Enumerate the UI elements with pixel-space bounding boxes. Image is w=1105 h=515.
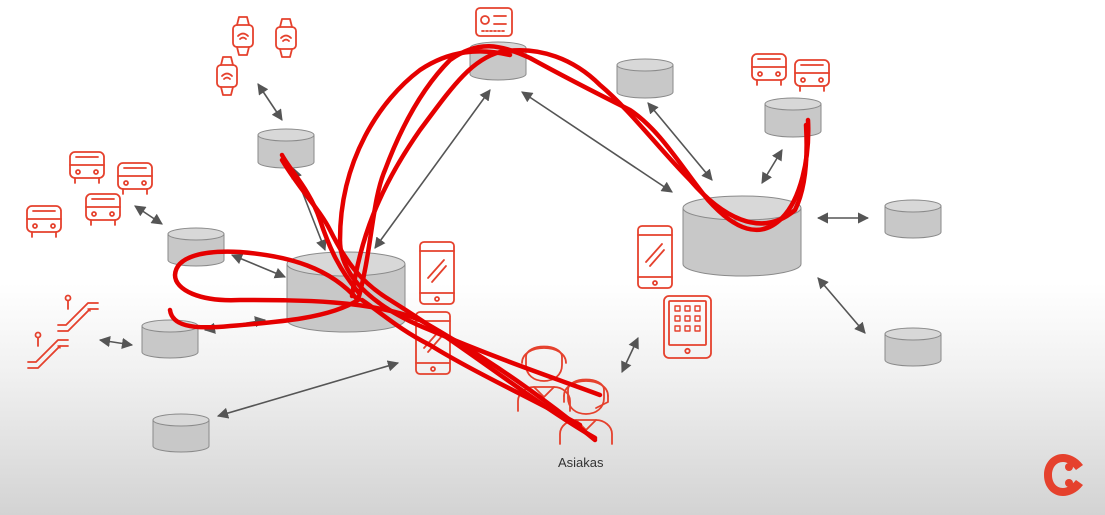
smartphone-icon xyxy=(415,311,451,375)
smartwatch-icon xyxy=(275,18,297,58)
arrow-escalator-db xyxy=(98,336,134,349)
device-icon xyxy=(475,7,513,37)
tablet-icon xyxy=(663,295,712,359)
database-top-right xyxy=(616,58,674,99)
arrow-midtop-right xyxy=(647,102,713,181)
bus-icon xyxy=(85,193,121,226)
database-bus-right xyxy=(764,97,822,138)
brand-logo-icon xyxy=(1044,454,1083,496)
escalator-icon xyxy=(27,331,69,369)
top-banner-crop xyxy=(0,0,1105,6)
database-right-hub xyxy=(682,195,802,277)
arrow-right-lowright xyxy=(817,277,866,334)
smartphone-icon xyxy=(419,241,455,305)
bus-icon xyxy=(751,53,787,86)
arrow-lowdb-phone xyxy=(216,360,400,419)
smartwatch-icon xyxy=(232,16,254,56)
database-right xyxy=(884,199,942,239)
bus-icon xyxy=(794,59,830,92)
bus-icon xyxy=(69,151,105,184)
arrow-busdb-right xyxy=(761,149,783,184)
smartphone-icon xyxy=(637,225,673,289)
database-bus-left xyxy=(167,227,225,267)
arrow-tablet-person xyxy=(621,336,639,374)
arrow-topdb-center xyxy=(374,89,491,249)
customer-label: Asiakas xyxy=(558,455,604,470)
arrow-topdb-right xyxy=(521,91,673,193)
arrow-bus-db xyxy=(134,205,163,225)
smartwatch-icon xyxy=(216,56,238,96)
customer-journey-path xyxy=(167,44,811,443)
arrow-busdb-center xyxy=(230,253,287,279)
arrow-watch-db xyxy=(257,83,283,121)
database-low-left xyxy=(152,413,210,453)
bus-icon xyxy=(117,162,153,195)
databases xyxy=(141,41,942,453)
database-low-right xyxy=(884,327,942,367)
escalator-icon xyxy=(57,294,99,332)
icons xyxy=(26,7,830,445)
bus-icon xyxy=(26,205,62,238)
